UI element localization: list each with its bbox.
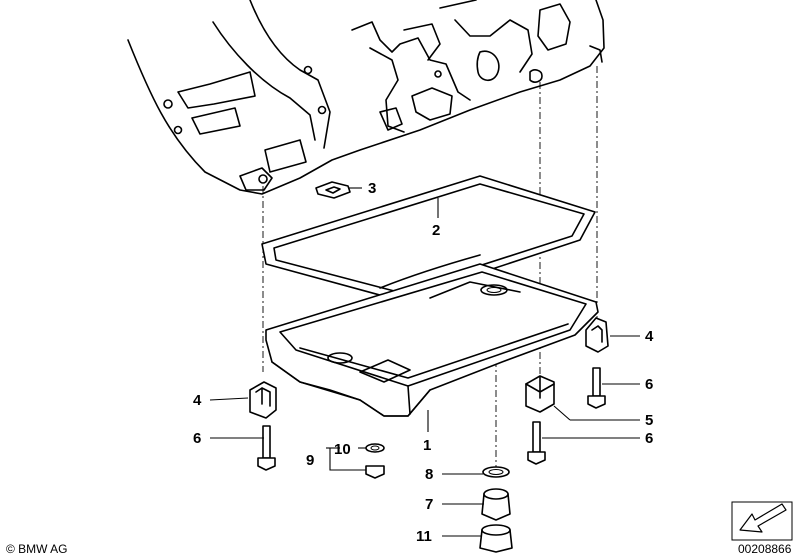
footer: © BMW AG 00208866 (6, 501, 793, 556)
transmission-housing (127, 0, 605, 195)
part-4-clamp-right (585, 317, 609, 353)
part-7-drain-plug (481, 488, 511, 521)
callout-7: 7 (425, 496, 433, 513)
callout-3: 3 (368, 180, 376, 197)
callout-2: 2 (432, 222, 440, 239)
part-4-clamp-left (249, 381, 277, 419)
callout-4-right: 4 (645, 328, 654, 345)
part-6-bolt-right-lower (527, 421, 546, 465)
view-direction-arrow-icon (739, 503, 787, 533)
copyright-label: © BMW AG (6, 542, 68, 556)
part-6-bolt-right-upper (587, 367, 606, 409)
callout-4-left: 4 (193, 392, 202, 409)
part-10-seal-ring (365, 443, 385, 453)
callout-11: 11 (416, 528, 432, 545)
diagram-id: 00208866 (738, 542, 792, 556)
callout-9: 9 (306, 452, 314, 469)
callout-1: 1 (423, 437, 431, 454)
part-3-clip-nut (315, 181, 351, 199)
callout-6-right-lower: 6 (645, 430, 653, 447)
leader-lines (209, 187, 640, 537)
part-5-rubber-mount (525, 375, 555, 413)
callout-6-left: 6 (193, 430, 201, 447)
part-8-gasket-ring (482, 466, 510, 478)
part-9-screw-plug (365, 465, 385, 479)
part-1-oil-pan (265, 263, 599, 417)
callout-5: 5 (645, 412, 653, 429)
callout-8: 8 (425, 466, 433, 483)
part-11-cap-nut (479, 524, 513, 553)
callout-labels: 3 2 1 4 4 5 6 6 6 10 9 8 7 11 (193, 180, 654, 545)
part-2-gasket (261, 175, 596, 301)
callout-10: 10 (334, 441, 351, 458)
callout-6-right-upper: 6 (645, 376, 653, 393)
part-6-bolt-left (257, 425, 276, 471)
